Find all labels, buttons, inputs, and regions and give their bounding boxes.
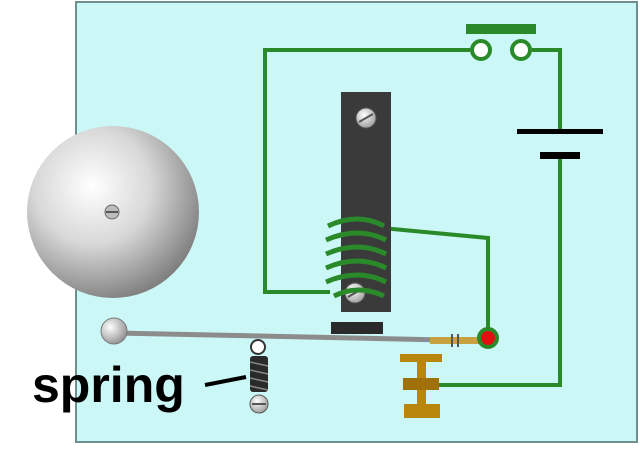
circuit-wires (263, 48, 562, 387)
push-button-switch (466, 24, 536, 61)
coil-windings (324, 216, 388, 299)
wire-right-to-battery (532, 48, 562, 132)
battery-short-plate (540, 152, 580, 159)
striker-arm (100, 317, 499, 349)
armature-pad (331, 322, 383, 334)
striker-ball (100, 317, 128, 345)
spring-label: spring (32, 357, 185, 413)
wire-left-loop (263, 48, 470, 294)
bell-dome (27, 126, 199, 298)
tension-spring (249, 339, 269, 414)
contact-spring-tip (430, 337, 482, 344)
switch-terminal-left (470, 39, 492, 61)
battery-long-plate (517, 129, 603, 134)
spring-label-pointer (204, 375, 247, 387)
switch-button-bar (466, 24, 536, 34)
adjusting-screw (400, 354, 442, 418)
armature-rod (117, 330, 446, 343)
switch-terminal-right (510, 39, 532, 61)
wire-coil-to-contact (381, 226, 490, 330)
wire-battery-to-screw (432, 158, 562, 387)
electromagnet (324, 92, 391, 334)
battery-cell (517, 129, 603, 159)
contact-point (477, 327, 499, 349)
